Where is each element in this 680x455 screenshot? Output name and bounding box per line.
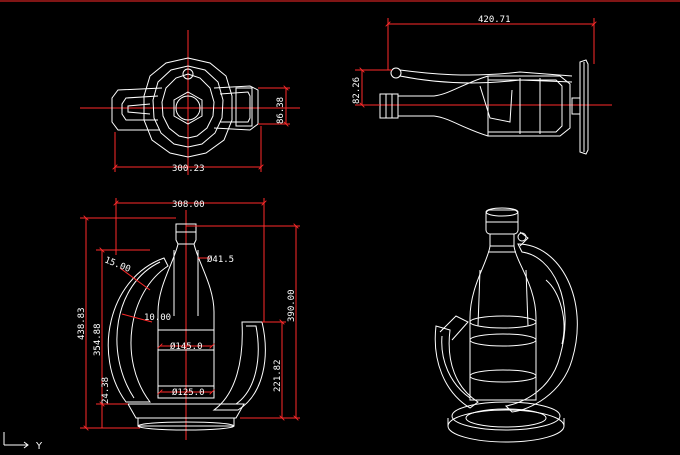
front-holder-height-dim: 221.82 xyxy=(273,359,283,392)
front-base-height-dim: 24.38 xyxy=(101,377,111,404)
top-view xyxy=(80,30,300,175)
side-view-arm xyxy=(399,75,573,84)
front-view-holder xyxy=(212,321,266,411)
side-view-offset-dim: 82.26 xyxy=(352,77,362,104)
front-base-dia-dim: Ø125.0 xyxy=(172,387,205,398)
top-view-width-dim: 300.23 xyxy=(172,164,205,174)
front-view-crescent xyxy=(107,257,169,403)
front-neck-dia-dim: Ø41.5 xyxy=(207,254,234,265)
front-angle-lower-dim: 10.00 xyxy=(144,313,171,323)
front-ring-height-dim: 390.00 xyxy=(287,289,297,322)
ucs-axis-label: Y xyxy=(35,441,43,452)
front-view xyxy=(80,198,300,440)
top-view-hex xyxy=(173,91,203,125)
isometric-view xyxy=(434,207,578,443)
side-view xyxy=(355,18,612,155)
front-body-dia-dim: Ø145.0 xyxy=(170,341,203,352)
top-view-left-clip xyxy=(111,87,163,131)
side-view-bottle xyxy=(397,75,571,137)
front-overall-height-dim: 438.83 xyxy=(77,307,87,340)
side-view-length-dim: 420.71 xyxy=(478,15,511,25)
ucs-icon xyxy=(3,432,29,449)
top-view-height-dim: 86.38 xyxy=(276,97,286,124)
top-view-outer-ring xyxy=(143,57,233,158)
iso-holder xyxy=(434,325,479,409)
front-bottle-height-dim: 354.88 xyxy=(93,323,103,356)
front-top-width-dim: 308.00 xyxy=(172,200,205,210)
front-angle-upper-dim: 15.00 xyxy=(103,256,132,275)
iso-arc xyxy=(504,243,578,413)
side-view-wall-plate xyxy=(579,59,589,155)
iso-base xyxy=(451,401,561,431)
front-view-base xyxy=(127,403,245,419)
top-view-right-arm xyxy=(213,85,259,131)
